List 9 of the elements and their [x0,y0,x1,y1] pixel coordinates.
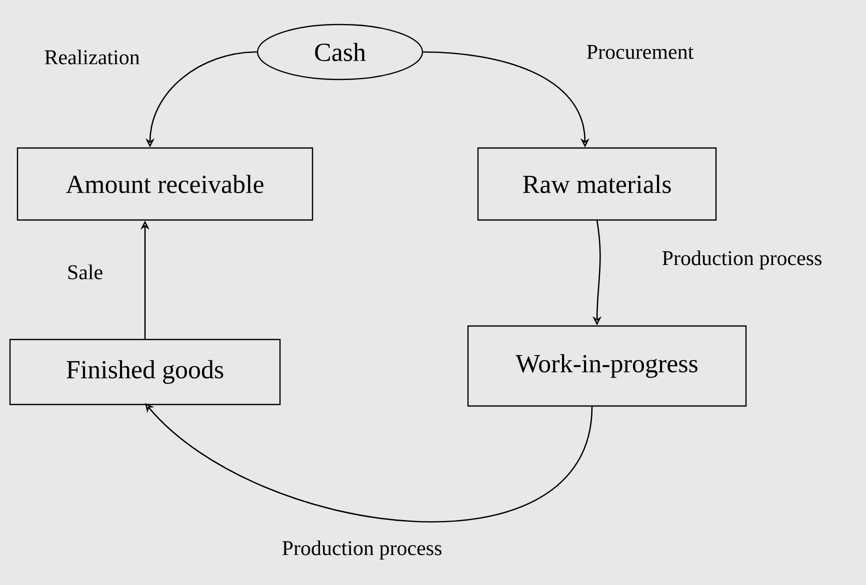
edge-label: Production process [282,540,442,560]
edge-label: Procurement [586,45,694,59]
process-box: Work-in-progress [467,325,747,407]
process-box: Amount receivable [16,147,314,221]
edge-label: Production process [662,250,822,270]
edge-label: Sale [68,264,102,280]
edge-label: Realization [44,50,140,64]
process-box: Finished goods [9,338,281,406]
process-box: Raw materials [477,147,717,221]
